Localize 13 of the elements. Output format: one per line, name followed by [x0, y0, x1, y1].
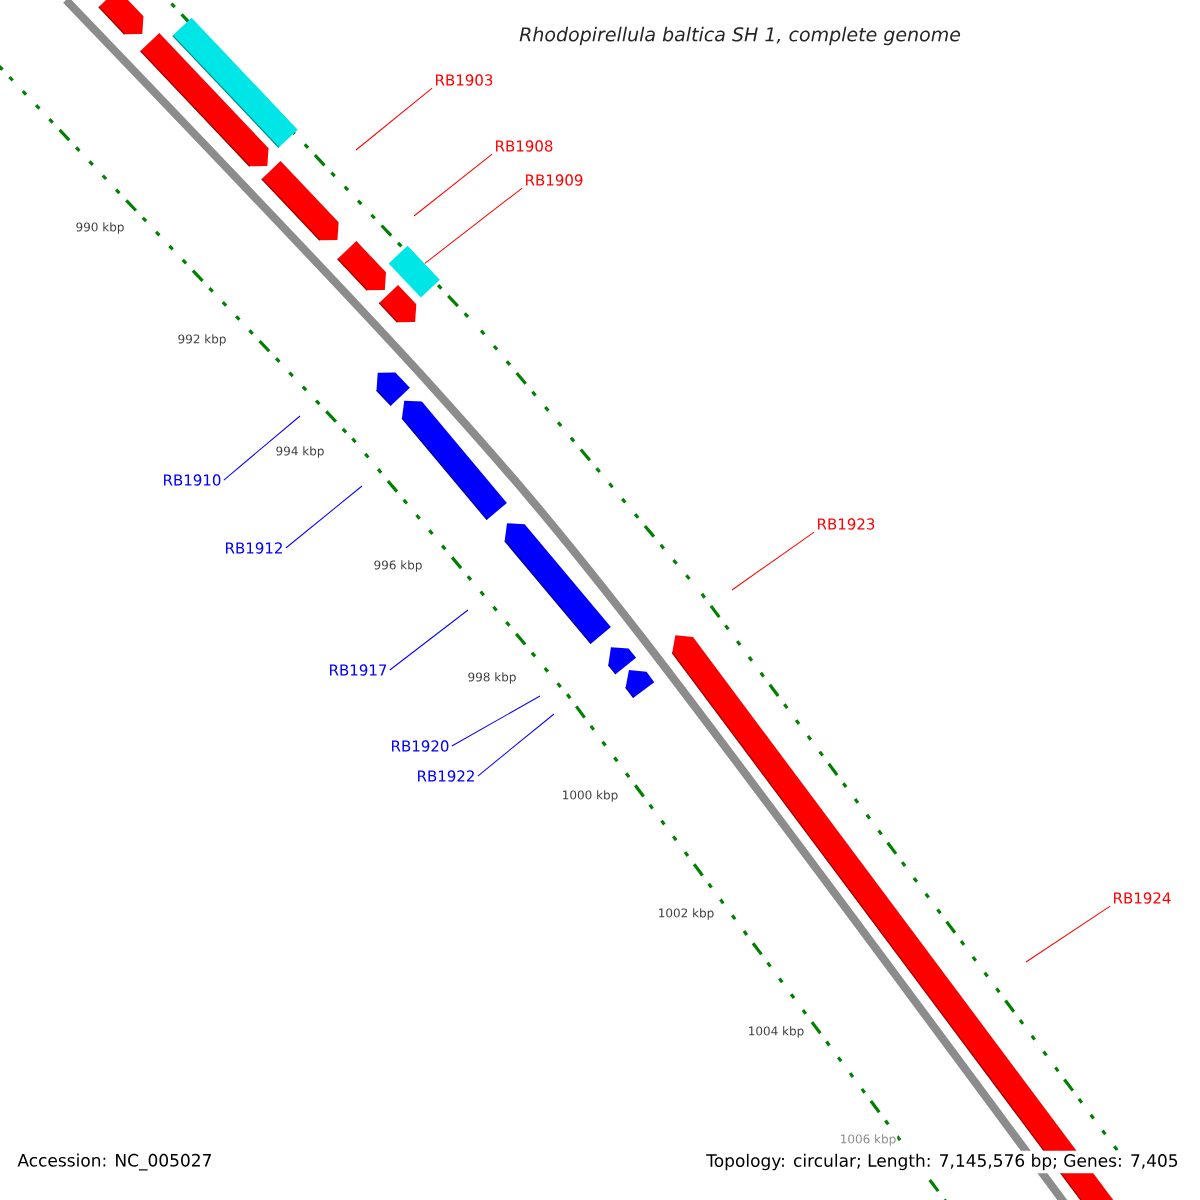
leader-line	[355, 87, 433, 151]
leader-line	[285, 485, 363, 549]
leader-line	[451, 695, 541, 747]
leader-line	[413, 153, 493, 217]
leader-line	[223, 415, 301, 481]
leader-line	[731, 531, 815, 591]
leader-line	[424, 187, 523, 264]
title: Rhodopirellula baltica SH 1, complete genome	[519, 26, 961, 46]
gene-bar	[388, 245, 440, 298]
leader-line	[1025, 905, 1111, 963]
leader-line	[477, 713, 555, 777]
accession-text: Accession: NC_005027	[17, 1153, 211, 1171]
leader-line	[389, 609, 469, 671]
